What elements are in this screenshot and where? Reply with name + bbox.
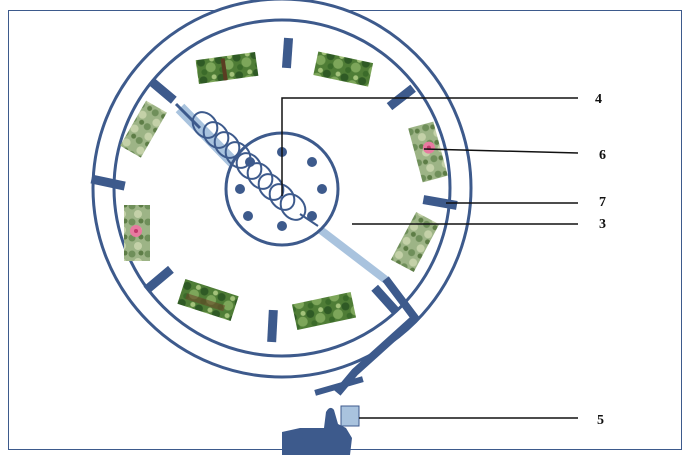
callout-6: 6: [599, 148, 606, 163]
callout-3: 3: [599, 217, 606, 232]
crank-grip: [341, 406, 359, 426]
scene-tile-left-flower: [124, 205, 150, 261]
callout-5: 5: [597, 413, 604, 428]
flower-icon: [130, 225, 142, 237]
callout-7: 7: [599, 195, 606, 210]
callout-4: 4: [595, 92, 602, 107]
